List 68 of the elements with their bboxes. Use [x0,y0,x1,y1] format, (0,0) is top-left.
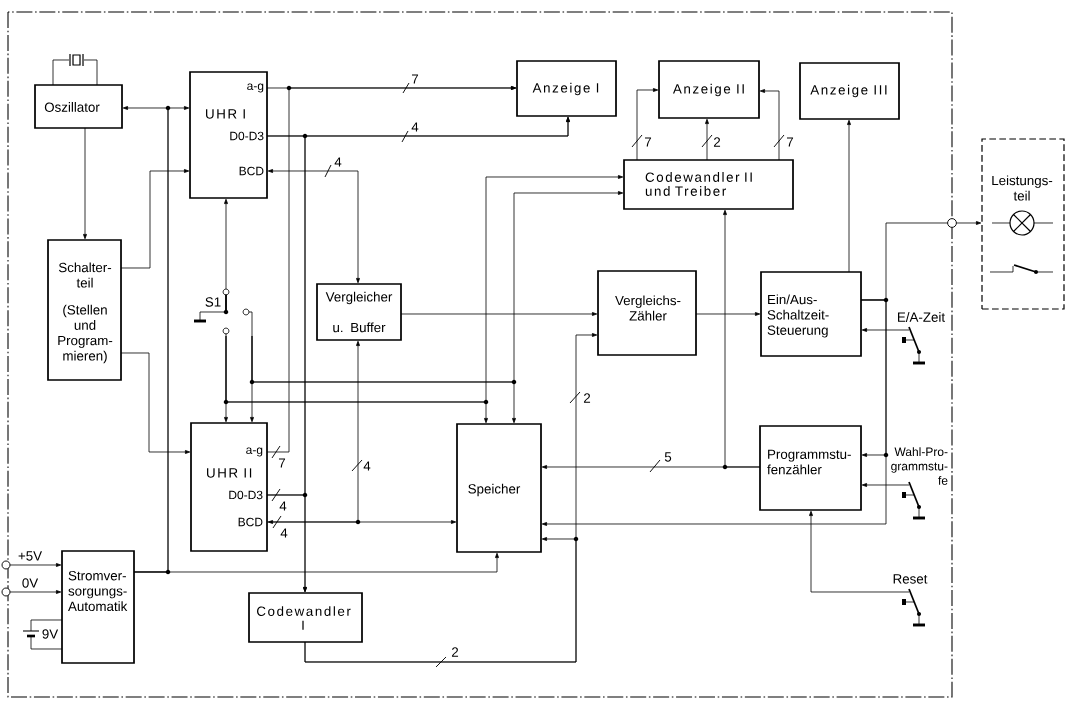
pin-label: BCD [238,517,263,527]
function-block: Vergleicher u. Buffer [316,283,402,341]
arrow [133,552,499,573]
function-block: Speicher [456,423,542,553]
arrow [267,340,360,524]
arrow [636,88,659,161]
arrow [847,119,851,273]
switch-label: E/A-Zeit [898,312,945,322]
arrow [224,198,228,288]
pin-label: D0-D3 [229,490,263,500]
arrow [304,537,577,663]
bus-width-label: 5 [664,452,672,462]
pin-label: BCD [239,166,264,176]
function-block: Stromver- sorgungs- Automatik [61,550,135,664]
dashed-block: Leistungs- teil [981,138,1065,310]
arrow [809,510,902,593]
bus-width-label: 7 [412,74,419,84]
arrow [266,116,570,496]
pin-label: a-g [246,447,263,457]
arrow [266,520,457,524]
bus-width-label: 2 [451,647,459,657]
bus-width-label: 4 [334,157,342,167]
function-block: Anzeige II [658,60,760,119]
wire [30,641,63,650]
arrow [266,86,517,453]
arrow [83,127,87,240]
bus-width-label: 2 [583,393,591,403]
selector-switch: S1 [194,286,253,337]
arrow [861,483,902,487]
switch-label: Wahl-Pro- grammstu- fe [891,447,948,485]
arrow [120,352,191,454]
bus-width-label: 7 [787,137,794,147]
pin-label: D0-D3 [230,131,264,141]
bus-width-label: 7 [279,458,286,468]
arrow [759,89,780,161]
pin-label: a-g [247,83,264,93]
switch-label: Reset [893,574,928,584]
terminal-label: 0V [22,578,39,588]
bus-width-label: 7 [645,137,652,147]
arrow [267,169,360,284]
function-block: Codewandler I [248,592,363,643]
terminal-label: +5V [18,551,42,561]
arrow [251,191,624,383]
arrow [120,169,190,269]
function-block: Programmstu- fenzähler [759,425,862,511]
arrow [400,312,598,316]
bus-width-label: 4 [280,528,288,538]
bus-width-label: 4 [279,501,287,511]
function-block: Vergleichs- Zähler [597,270,697,356]
bus-width-label: 2 [713,137,721,147]
function-block: Ein/Aus- Schaltzeit- Steuerung [760,271,862,357]
function-block: Anzeige III [799,62,900,120]
bus-width-label: 4 [363,461,371,471]
arrow [695,312,761,316]
arrow [9,590,62,594]
arrow [705,118,709,161]
arrow [9,563,62,567]
function-block: Codewandler II und Treiber [623,159,794,210]
wire [30,619,63,627]
arrow [723,209,761,468]
arrow [541,299,887,526]
function-block: Schalter- teil (Stellen und Program- mieren) [47,239,122,381]
function-block: Oszillator [34,84,123,129]
node-label: S1 [205,297,221,307]
arrow [225,175,624,403]
bus-width-label: 4 [411,122,419,132]
function-block: Anzeige I [516,60,617,117]
arrow [861,328,902,332]
